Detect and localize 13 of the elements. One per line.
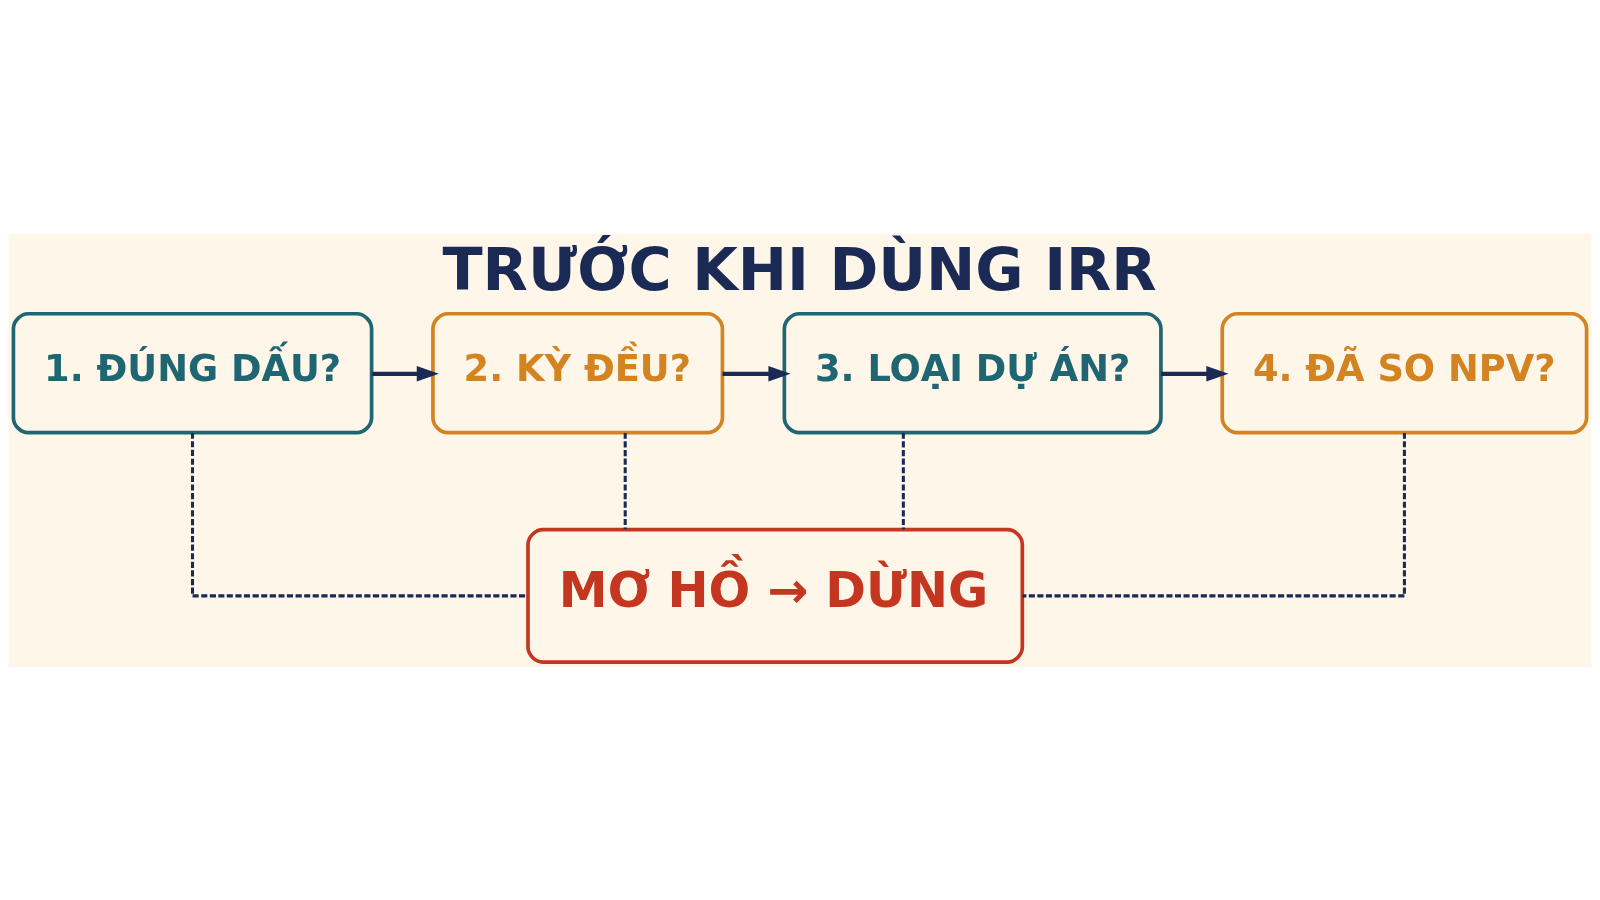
node-box: 4. ĐÃ SO NPV?: [1220, 311, 1589, 435]
node-box: MƠ HỒ → DỪNG: [526, 527, 1025, 664]
connector: [901, 432, 905, 529]
arrow: [372, 365, 439, 382]
node-box: 1. ĐÚNG DẤU?: [11, 311, 374, 435]
node-box: 2. KỲ ĐỀU?: [431, 311, 725, 435]
arrow: [722, 365, 791, 382]
arrow: [1161, 365, 1229, 382]
connector: [623, 432, 627, 529]
diagram-title: TRƯỚC KHI DÙNG IRR: [442, 234, 1157, 304]
connector: [1022, 432, 1406, 597]
node-box: 3. LOẠI DỰ ÁN?: [782, 311, 1163, 435]
connector: [190, 432, 528, 597]
